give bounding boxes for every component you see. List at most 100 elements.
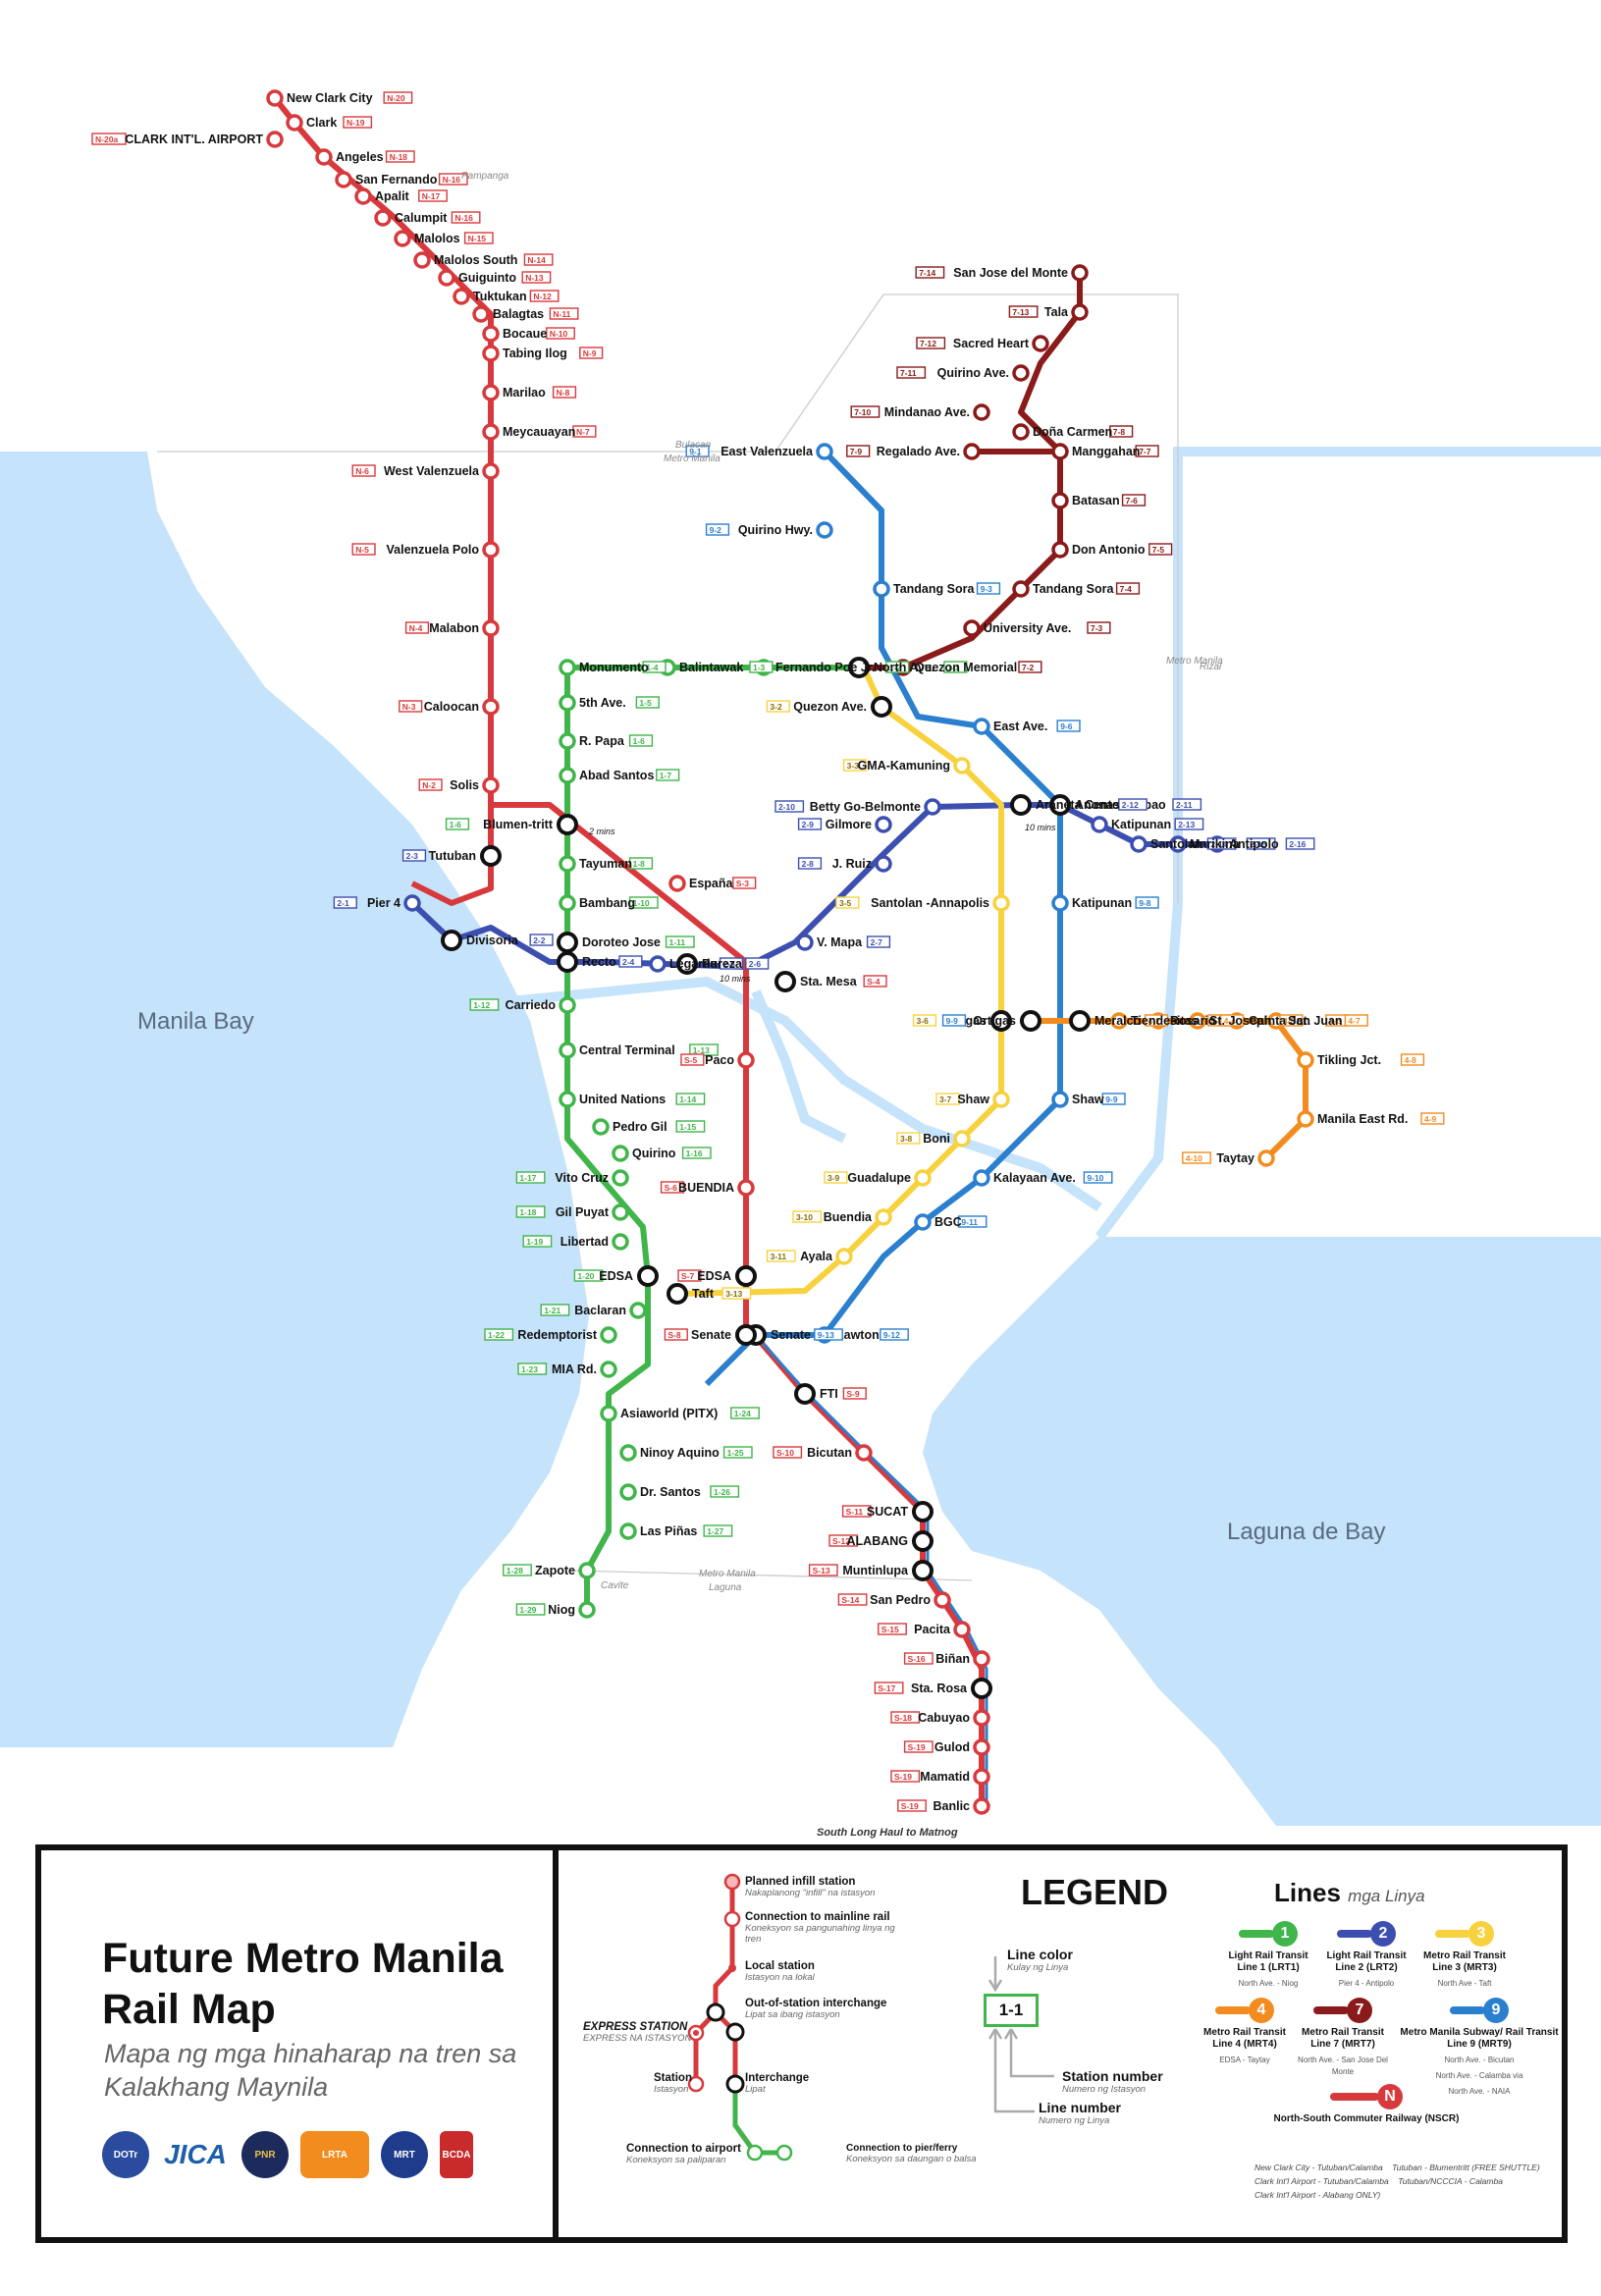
station-code-box: [515, 1171, 546, 1184]
station-code-box: [1219, 1014, 1245, 1027]
station-code-box: [628, 896, 659, 909]
station-dot: [816, 443, 833, 460]
station-dot: [737, 1051, 755, 1069]
station-name: Tiendesitas: [1131, 1014, 1199, 1028]
station-dot: [592, 1118, 610, 1136]
station-code-box: [797, 857, 823, 870]
station-name: Legarda: [669, 957, 719, 971]
station-name: Malolos South: [434, 253, 517, 267]
station-name: España: [689, 877, 734, 890]
station-dot: [668, 875, 686, 892]
station-dot: [774, 971, 796, 992]
station-code: N-11: [553, 309, 570, 319]
station-code: S-4: [867, 977, 881, 987]
station-dot: [559, 855, 576, 873]
station-name: Senate: [771, 1328, 811, 1342]
station-name: Biñan: [935, 1652, 970, 1666]
station-code: S-15: [881, 1625, 899, 1634]
station-dot: [482, 345, 500, 362]
station-name: Balagtas: [493, 307, 544, 321]
station-code: N-17: [422, 191, 441, 201]
station-code: N-19: [347, 118, 365, 128]
agency-logos: DOTr JICA PNR LRTA MRT BCDA: [102, 2131, 473, 2178]
station-dot: [1051, 492, 1069, 509]
region-rizal: Rizal: [1200, 662, 1222, 672]
station-code-box: [579, 347, 604, 359]
station-dot: [453, 288, 470, 305]
station-code: 4-8: [1405, 1055, 1417, 1065]
station-dot: [1169, 835, 1187, 853]
station-code: 1-24: [734, 1409, 751, 1418]
station-name: Gilmore: [826, 818, 872, 831]
station-code-box: [749, 661, 774, 673]
station-code-box: [484, 1328, 514, 1341]
station-code-box: [517, 1362, 548, 1375]
station-code: 7-13: [1012, 307, 1029, 317]
station-code-box: [1279, 1014, 1304, 1027]
station-name: Kalayaan Ave.: [993, 1171, 1076, 1185]
station-code-box: [343, 116, 373, 129]
station-dot: [667, 1283, 688, 1305]
station-name: Shaw: [1072, 1093, 1104, 1106]
station-name: Divisoria: [466, 934, 519, 947]
station-dot: [612, 1145, 629, 1162]
station-dot: [559, 694, 576, 712]
station-name: Baclaran: [574, 1304, 626, 1317]
legend-arrows: [987, 1956, 1054, 2113]
station-code-box: [976, 582, 1001, 595]
station-code-box: [842, 1387, 867, 1400]
station-code-box: [808, 1564, 838, 1576]
station-code-box: [445, 818, 470, 830]
station-code: 1-12: [473, 1000, 490, 1010]
station-code: 4-7: [1348, 1016, 1361, 1026]
station-name: Manggahan: [1072, 445, 1140, 458]
manila-shoreline: [751, 989, 847, 1144]
station-code-box: [418, 189, 448, 202]
station-name: J. Ruiz: [832, 857, 872, 871]
station-dot: [1051, 1091, 1069, 1108]
station-name: Banlic: [933, 1799, 970, 1813]
station-code: S-16: [908, 1654, 926, 1664]
station-code: S-13: [813, 1566, 830, 1575]
station-name: Bocaue: [503, 327, 547, 341]
station-code: S-11: [846, 1507, 864, 1517]
station-code: 3-6: [917, 1016, 930, 1026]
station-code-box: [660, 1181, 685, 1194]
station-name: ALABANG: [847, 1534, 909, 1548]
station-code-box: [774, 800, 805, 813]
station-code-box: [1246, 837, 1276, 850]
station-code: S-7: [681, 1271, 695, 1281]
station-code: 2-15: [1250, 839, 1266, 849]
station-name: New Clark City: [287, 91, 373, 105]
station-code: 1-26: [714, 1487, 730, 1497]
station-code-box: [503, 1564, 532, 1576]
station-code: 2-4: [622, 957, 635, 967]
station-code: S-3: [736, 879, 750, 888]
station-dot: [1130, 835, 1147, 853]
station-name: Mindanao Ave.: [884, 405, 970, 419]
station-code-box: [797, 818, 823, 830]
